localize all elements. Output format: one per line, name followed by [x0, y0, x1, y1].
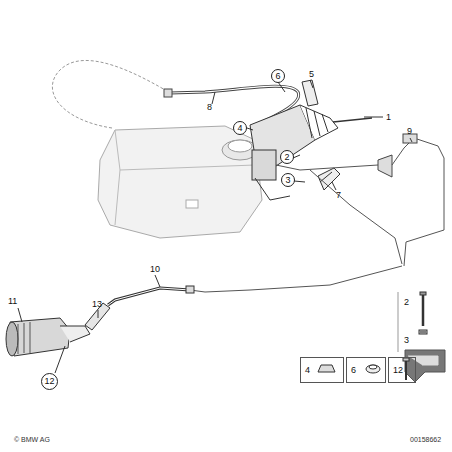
callout-number: 5 — [309, 70, 314, 79]
part-box: 4 — [300, 357, 344, 383]
callout-number: 6 — [351, 366, 356, 375]
callout-number: 10 — [150, 265, 160, 274]
callout-circle: 3 — [281, 173, 295, 187]
callout-number: 4 — [305, 366, 310, 375]
callout-number: 13 — [92, 300, 102, 309]
footer-text: 00158662 — [410, 436, 441, 443]
callout-number: 7 — [336, 191, 341, 200]
callout-circle: 4 — [233, 121, 247, 135]
callout-circle: 6 — [271, 69, 285, 83]
callout-number: 12 — [393, 366, 403, 375]
part-box: 6 — [346, 357, 386, 383]
callout-number: 3 — [285, 176, 290, 185]
callout-number: 1 — [386, 113, 391, 122]
callout-number: 4 — [237, 124, 242, 133]
callout-number: 8 — [207, 103, 212, 112]
callout-circle: 2 — [280, 150, 294, 164]
callout-number: 2 — [284, 153, 289, 162]
footer-text: © BMW AG — [14, 436, 50, 443]
callout-circle: 12 — [41, 373, 58, 390]
callout-number: 9 — [407, 127, 412, 136]
callout-number: 11 — [8, 297, 17, 306]
callout-number: 6 — [275, 72, 280, 81]
callout-number: 3 — [404, 336, 409, 345]
callout-number: 2 — [404, 298, 409, 307]
callout-number: 12 — [44, 377, 54, 386]
part-box: 12 — [388, 357, 416, 383]
